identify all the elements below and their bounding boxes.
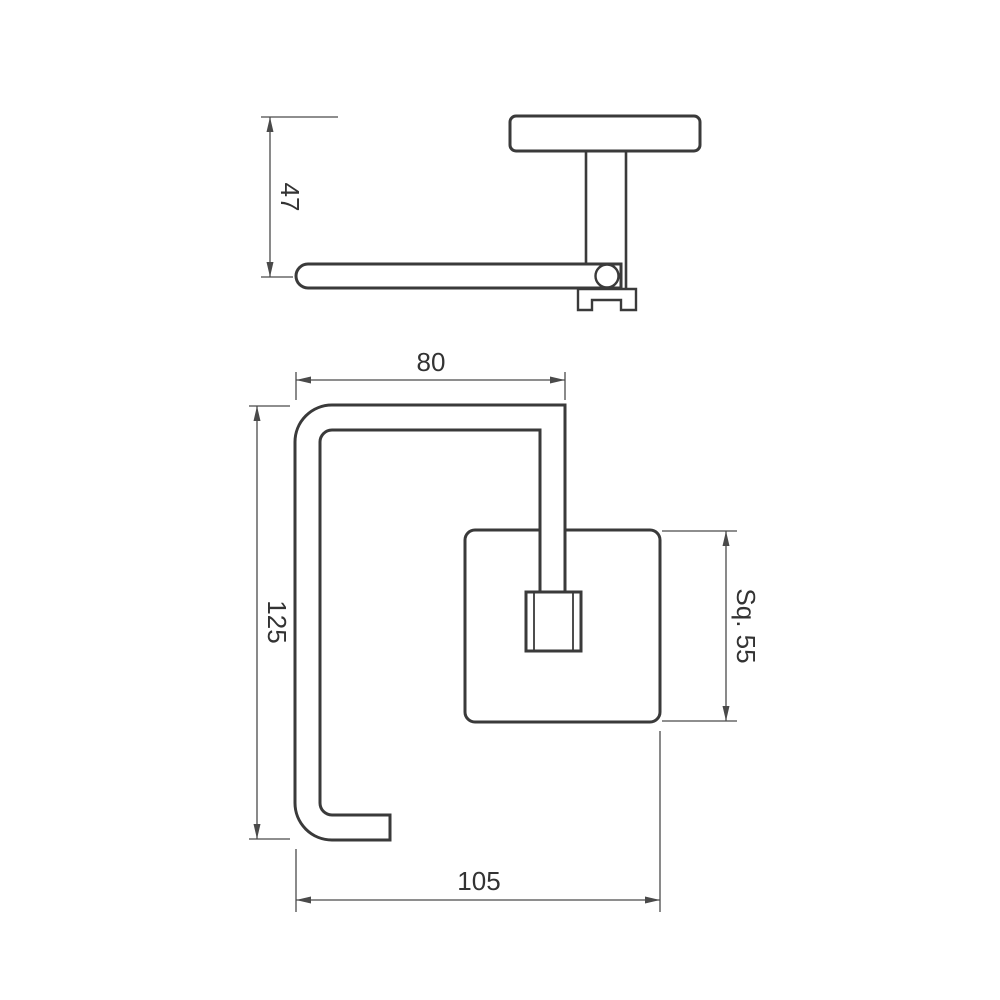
dimension-label-sq55: Sq. 55 — [731, 588, 761, 663]
arrow-right — [550, 376, 565, 384]
side-view — [294, 114, 702, 312]
dimension-label-80: 80 — [417, 347, 446, 377]
arrow-bottom — [722, 706, 730, 721]
arrow-bottom — [253, 824, 261, 839]
mount-collar — [524, 590, 583, 653]
dimension-47: 47 — [261, 116, 338, 278]
arrow-top — [253, 406, 261, 421]
front-view — [293, 403, 662, 842]
dimension-80: 80 — [295, 347, 566, 400]
arrow-left — [296, 376, 311, 384]
mount-bracket-outline — [576, 287, 638, 312]
arrow-bottom — [266, 262, 274, 277]
holder-bar-front — [293, 403, 567, 842]
arrow-right — [645, 896, 660, 904]
dimension-label-125: 125 — [262, 600, 292, 643]
dimension-label-105: 105 — [457, 866, 500, 896]
arrow-left — [296, 896, 311, 904]
wall-plate-profile — [508, 114, 702, 153]
bar-post-circle — [594, 263, 620, 289]
arrow-top — [722, 531, 730, 546]
arrow-top — [266, 117, 274, 132]
dimension-105: 105 — [295, 731, 661, 912]
dimension-125: 125 — [249, 405, 292, 840]
dimension-sq55: Sq. 55 — [662, 530, 761, 722]
holder-bar-profile — [294, 262, 623, 290]
dimension-label-47: 47 — [275, 183, 305, 212]
